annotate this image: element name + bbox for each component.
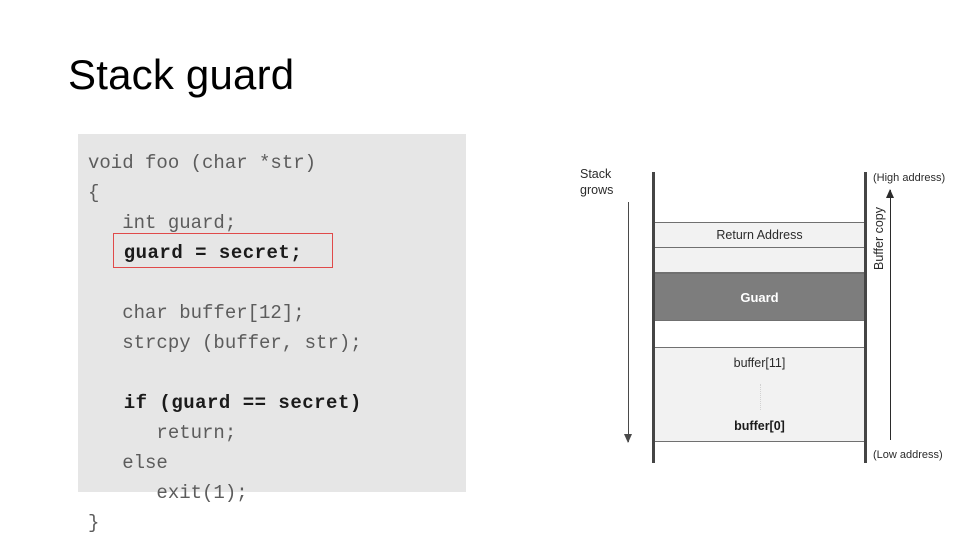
highlighted-code-line-wrapper: guard = secret; [78, 233, 466, 268]
code-line: strcpy (buffer, str); [88, 332, 362, 354]
high-address-label: (High address) [873, 172, 946, 184]
code-line: exit(1); [88, 482, 248, 504]
stack-slot-gap [655, 321, 864, 347]
code-line: int guard; [88, 212, 237, 234]
code-line-guard-check: if (guard == secret) [88, 392, 362, 414]
code-line-blank [78, 268, 466, 298]
code-line-blank [78, 358, 466, 388]
stack-frame-right-rail [864, 172, 867, 463]
stack-slot-buffer: buffer[11] buffer[0] [655, 347, 864, 442]
low-address-label: (Low address) [873, 449, 943, 461]
code-line: return; [88, 422, 237, 444]
buffer-copy-label: Buffer copy [872, 206, 886, 270]
code-line: { [88, 182, 100, 204]
stack-slot-padding [655, 248, 864, 273]
stack-growth-down-arrow-icon [624, 202, 632, 443]
code-line: void foo (char *str) [88, 152, 317, 174]
code-line: char buffer[12]; [88, 302, 305, 324]
buffer-copy-up-arrow-icon [886, 189, 894, 440]
buffer-top-index-label: buffer[11] [733, 356, 786, 370]
buffer-bottom-index-label: buffer[0] [734, 419, 785, 433]
code-panel: void foo (char *str) { int guard; guard … [78, 134, 466, 534]
stack-grows-label: Stack grows [580, 167, 614, 197]
stack-layout-diagram: Stack grows Return Address Guard buffer[… [580, 120, 960, 480]
stack-frame-left-rail [652, 172, 655, 463]
stack-slot-guard: Guard [655, 273, 864, 321]
code-line: else [88, 452, 168, 474]
page-title: Stack guard [68, 51, 295, 98]
code-line-guard-assign: guard = secret; [88, 242, 303, 264]
stack-slot-return-address: Return Address [655, 222, 864, 248]
buffer-ellipsis-icon [759, 384, 761, 410]
code-line: } [88, 512, 100, 534]
